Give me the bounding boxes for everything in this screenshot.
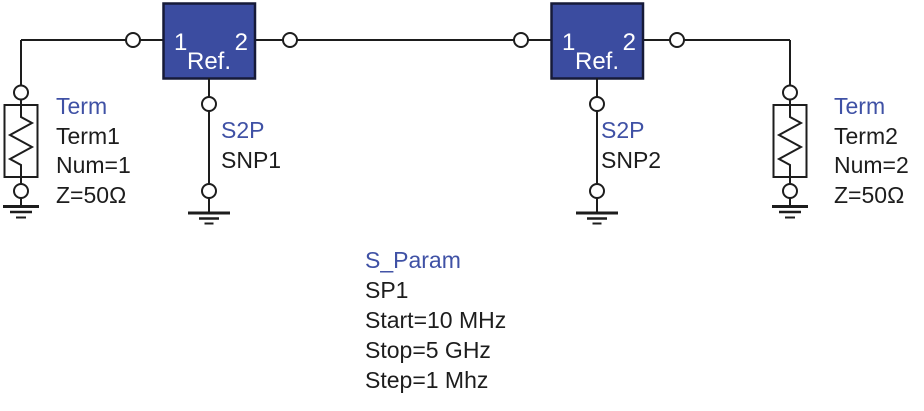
- term1-num-param: Num=1: [56, 152, 131, 178]
- snp2-symbol[interactable]: [550, 2, 645, 225]
- resistor-zigzag: [7, 105, 35, 177]
- snp1-symbol[interactable]: [162, 2, 257, 225]
- snp1-box-labels[interactable]: 1 2 Ref.: [163, 3, 255, 78]
- pin-circle: [782, 183, 798, 199]
- snp1-pin1-label: 1: [174, 29, 188, 56]
- node-pin[interactable]: [282, 32, 298, 48]
- node-pin[interactable]: [669, 32, 685, 48]
- s2p-box: [162, 2, 257, 80]
- sparam-start-param: Start=10 MHz: [365, 307, 507, 333]
- sparam-instance-label: SP1: [365, 277, 409, 303]
- snp2-box-labels[interactable]: 1 2 Ref.: [551, 3, 643, 78]
- term1-symbol[interactable]: [3, 84, 39, 219]
- ground-symbol: [188, 211, 230, 225]
- term2-symbol[interactable]: [772, 84, 808, 219]
- ground-symbol: [576, 211, 618, 225]
- term1-impedance-param: Z=50Ω: [56, 181, 127, 208]
- snp2-ref-label: Ref.: [574, 48, 619, 75]
- pin-circle: [782, 84, 798, 101]
- snp1-pin2-label: 2: [234, 29, 248, 56]
- snp2-pin1-label: 1: [562, 29, 576, 56]
- term1-labels[interactable]: Term Term1 Num=1 Z=50Ω: [56, 92, 131, 210]
- term2-instance-label: Term2: [834, 122, 898, 149]
- pin-circle: [201, 96, 217, 112]
- term2-labels[interactable]: Term Term2 Num=2 Z=50Ω: [834, 92, 909, 210]
- sparam-step-param: Step=1 Mhz: [365, 367, 489, 393]
- pin-circle: [201, 183, 217, 199]
- s2p-box: [550, 2, 645, 80]
- main-wire[interactable]: [20, 39, 791, 86]
- snp1-ref-label: Ref.: [186, 48, 231, 75]
- sparam-type-label: S_Param: [365, 247, 461, 273]
- snp2-type-label: S2P: [601, 117, 645, 143]
- pin-circle: [589, 96, 605, 112]
- node-pin[interactable]: [513, 32, 529, 48]
- snp2-pin2-label: 2: [622, 29, 636, 56]
- snp1-type-label: S2P: [221, 117, 265, 143]
- snp2-labels[interactable]: S2P SNP2: [601, 116, 661, 175]
- term2-num-param: Num=2: [834, 152, 909, 178]
- term2-impedance-param: Z=50Ω: [834, 181, 905, 208]
- sparam-labels[interactable]: S_Param SP1 Start=10 MHz Stop=5 GHz Step…: [365, 245, 506, 395]
- snp2-instance-label: SNP2: [601, 146, 662, 173]
- snp1-labels[interactable]: S2P SNP1: [221, 116, 281, 175]
- pin-circle: [13, 183, 29, 199]
- snp1-instance-label: SNP1: [221, 146, 282, 173]
- node-pin[interactable]: [125, 32, 141, 48]
- term1-instance-label: Term1: [56, 122, 120, 149]
- sparam-stop-param: Stop=5 GHz: [365, 337, 491, 363]
- term1-type-label: Term: [56, 93, 108, 119]
- pin-circle: [589, 183, 605, 199]
- pin-circle: [13, 84, 29, 101]
- ground-symbol: [3, 205, 39, 219]
- term2-type-label: Term: [834, 93, 886, 119]
- ground-symbol: [772, 205, 808, 219]
- resistor-zigzag: [776, 105, 804, 177]
